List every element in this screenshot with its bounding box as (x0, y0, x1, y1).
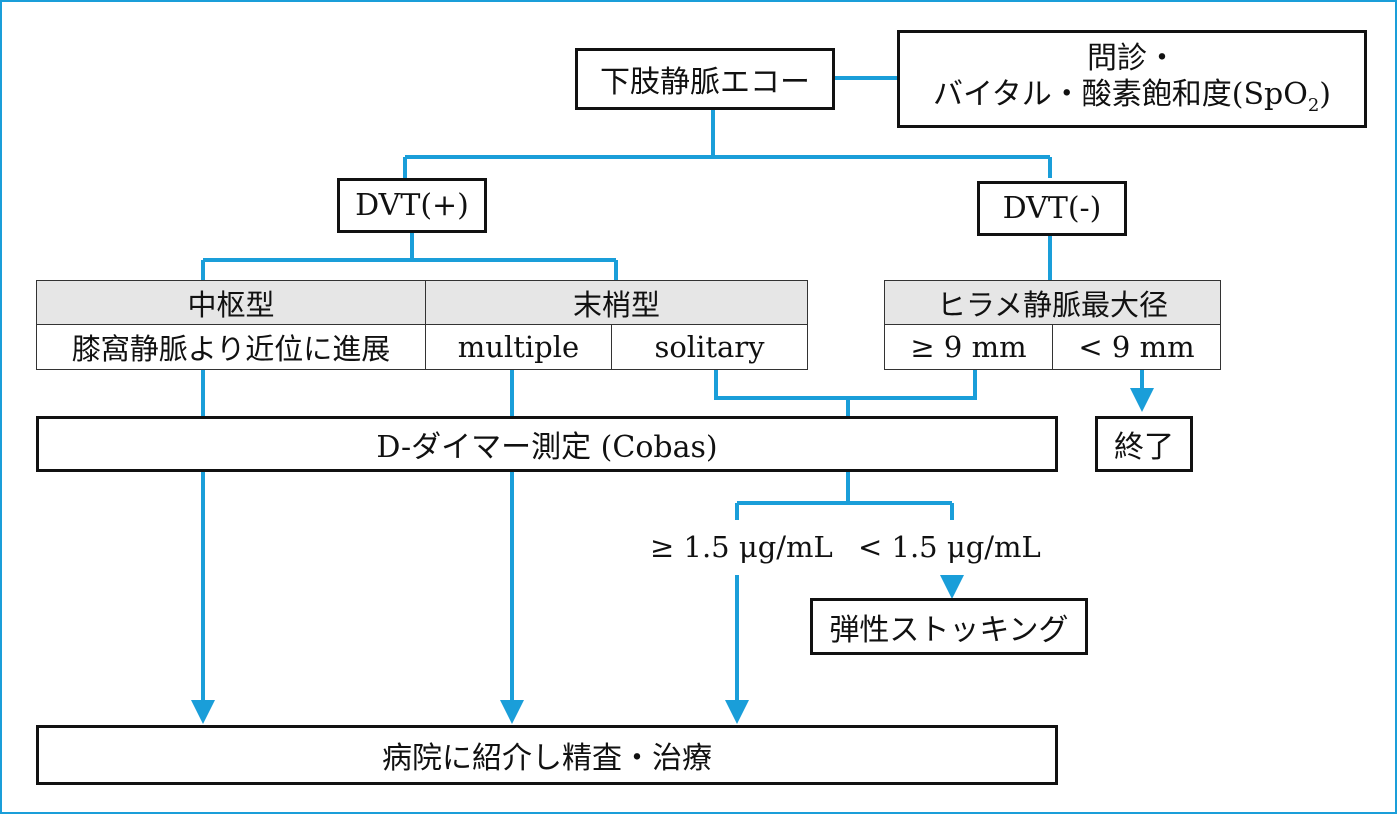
ddimer-box: D-ダイマー測定 (Cobas) (36, 416, 1058, 472)
link-dvtpos-split (201, 233, 618, 280)
stocking-box: 弾性ストッキング (810, 598, 1088, 655)
peripheral-header: 末梢型 (425, 280, 808, 325)
end-label: 終了 (1114, 430, 1174, 465)
threshold-ge: ≥ 1.5 μg/mL (650, 530, 833, 564)
dvt-negative-label: DVT(-) (1002, 191, 1102, 226)
link-echo-split (403, 110, 1052, 178)
stocking-label: 弾性ストッキング (829, 612, 1069, 648)
interview-line2: バイタル・酸素飽和度(SpO2) (932, 77, 1332, 117)
end-box: 終了 (1095, 416, 1193, 472)
dvt-negative-box: DVT(-) (977, 181, 1127, 236)
soleal-lt9: < 9 mm (1052, 324, 1221, 370)
interview-box: 問診・ バイタル・酸素飽和度(SpO2) (897, 30, 1367, 128)
dvt-positive-box: DVT(+) (337, 178, 487, 233)
link-ddimer-split (735, 472, 954, 520)
echo-box: 下肢静脈エコー (575, 48, 835, 110)
central-header: 中枢型 (36, 280, 426, 325)
ddimer-label: D-ダイマー測定 (Cobas) (376, 430, 718, 465)
hospital-box: 病院に紹介し精査・治療 (36, 725, 1058, 785)
central-value: 膝窩静脈より近位に進展 (36, 324, 426, 370)
hospital-label: 病院に紹介し精査・治療 (382, 741, 712, 776)
threshold-lt: < 1.5 μg/mL (858, 530, 1041, 564)
peripheral-solitary: solitary (611, 324, 808, 370)
soleal-header: ヒラメ静脈最大径 (884, 280, 1221, 325)
peripheral-multiple: multiple (425, 324, 612, 370)
dvt-positive-label: DVT(+) (355, 188, 469, 223)
echo-label: 下肢静脈エコー (600, 65, 810, 100)
link-solitary-ge9-merge (714, 370, 977, 416)
soleal-ge9: ≥ 9 mm (884, 324, 1053, 370)
interview-line1: 問診・ (1087, 41, 1177, 77)
